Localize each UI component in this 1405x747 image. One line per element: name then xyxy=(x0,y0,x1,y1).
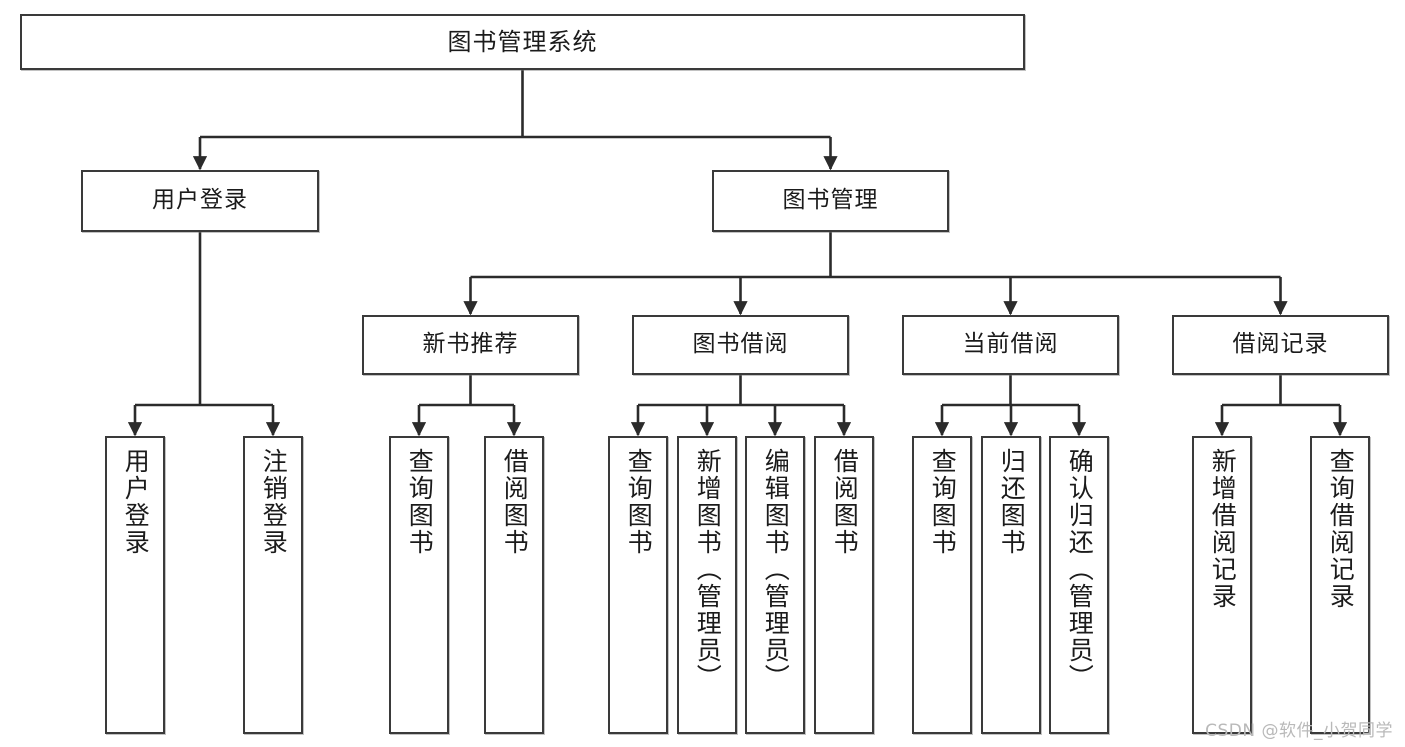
node-label: 图书管理系统 xyxy=(447,27,598,56)
node-current-borrow[interactable]: 当前借阅 xyxy=(902,315,1119,375)
node-leaf-confirm-return[interactable]: 确认归还（管理员） xyxy=(1049,436,1109,734)
node-leaf-add-record[interactable]: 新增借阅记录 xyxy=(1192,436,1252,734)
node-label: 查询图书 xyxy=(624,448,654,556)
node-label: 归还图书 xyxy=(997,448,1027,556)
node-label: 新增借阅记录 xyxy=(1208,448,1238,610)
node-leaf-edit-book[interactable]: 编辑图书（管理员） xyxy=(745,436,805,734)
node-label: 用户登录 xyxy=(121,448,151,556)
node-book-manage[interactable]: 图书管理 xyxy=(712,170,949,232)
node-label: 查询借阅记录 xyxy=(1326,448,1356,610)
node-label: 确认归还（管理员） xyxy=(1065,448,1095,691)
node-borrow-record[interactable]: 借阅记录 xyxy=(1172,315,1389,375)
node-root[interactable]: 图书管理系统 xyxy=(20,14,1025,70)
node-leaf-borrow-book-1[interactable]: 借阅图书 xyxy=(484,436,544,734)
node-user-login[interactable]: 用户登录 xyxy=(81,170,319,232)
node-leaf-query-record[interactable]: 查询借阅记录 xyxy=(1310,436,1370,734)
node-leaf-query-book-3[interactable]: 查询图书 xyxy=(912,436,972,734)
node-label: 借阅图书 xyxy=(500,448,530,556)
node-book-borrow[interactable]: 图书借阅 xyxy=(632,315,849,375)
node-leaf-user-login[interactable]: 用户登录 xyxy=(105,436,165,734)
node-label: 借阅图书 xyxy=(830,448,860,556)
node-leaf-borrow-book-2[interactable]: 借阅图书 xyxy=(814,436,874,734)
node-label: 当前借阅 xyxy=(962,331,1059,358)
node-leaf-logout[interactable]: 注销登录 xyxy=(243,436,303,734)
watermark: CSDN @软件_小贺同学 xyxy=(1205,721,1393,741)
node-label: 查询图书 xyxy=(928,448,958,556)
node-leaf-query-book-2[interactable]: 查询图书 xyxy=(608,436,668,734)
node-leaf-query-book-1[interactable]: 查询图书 xyxy=(389,436,449,734)
node-leaf-return-book[interactable]: 归还图书 xyxy=(981,436,1041,734)
node-label: 用户登录 xyxy=(152,187,248,214)
node-label: 新增图书（管理员） xyxy=(693,448,723,691)
node-label: 查询图书 xyxy=(405,448,435,556)
node-label: 图书管理 xyxy=(782,187,879,214)
node-label: 图书借阅 xyxy=(692,331,789,358)
node-label: 借阅记录 xyxy=(1232,331,1329,358)
node-new-book-recommend[interactable]: 新书推荐 xyxy=(362,315,579,375)
node-leaf-add-book[interactable]: 新增图书（管理员） xyxy=(677,436,737,734)
node-label: 编辑图书（管理员） xyxy=(761,448,791,691)
node-label: 新书推荐 xyxy=(422,331,519,358)
node-label: 注销登录 xyxy=(259,448,289,556)
